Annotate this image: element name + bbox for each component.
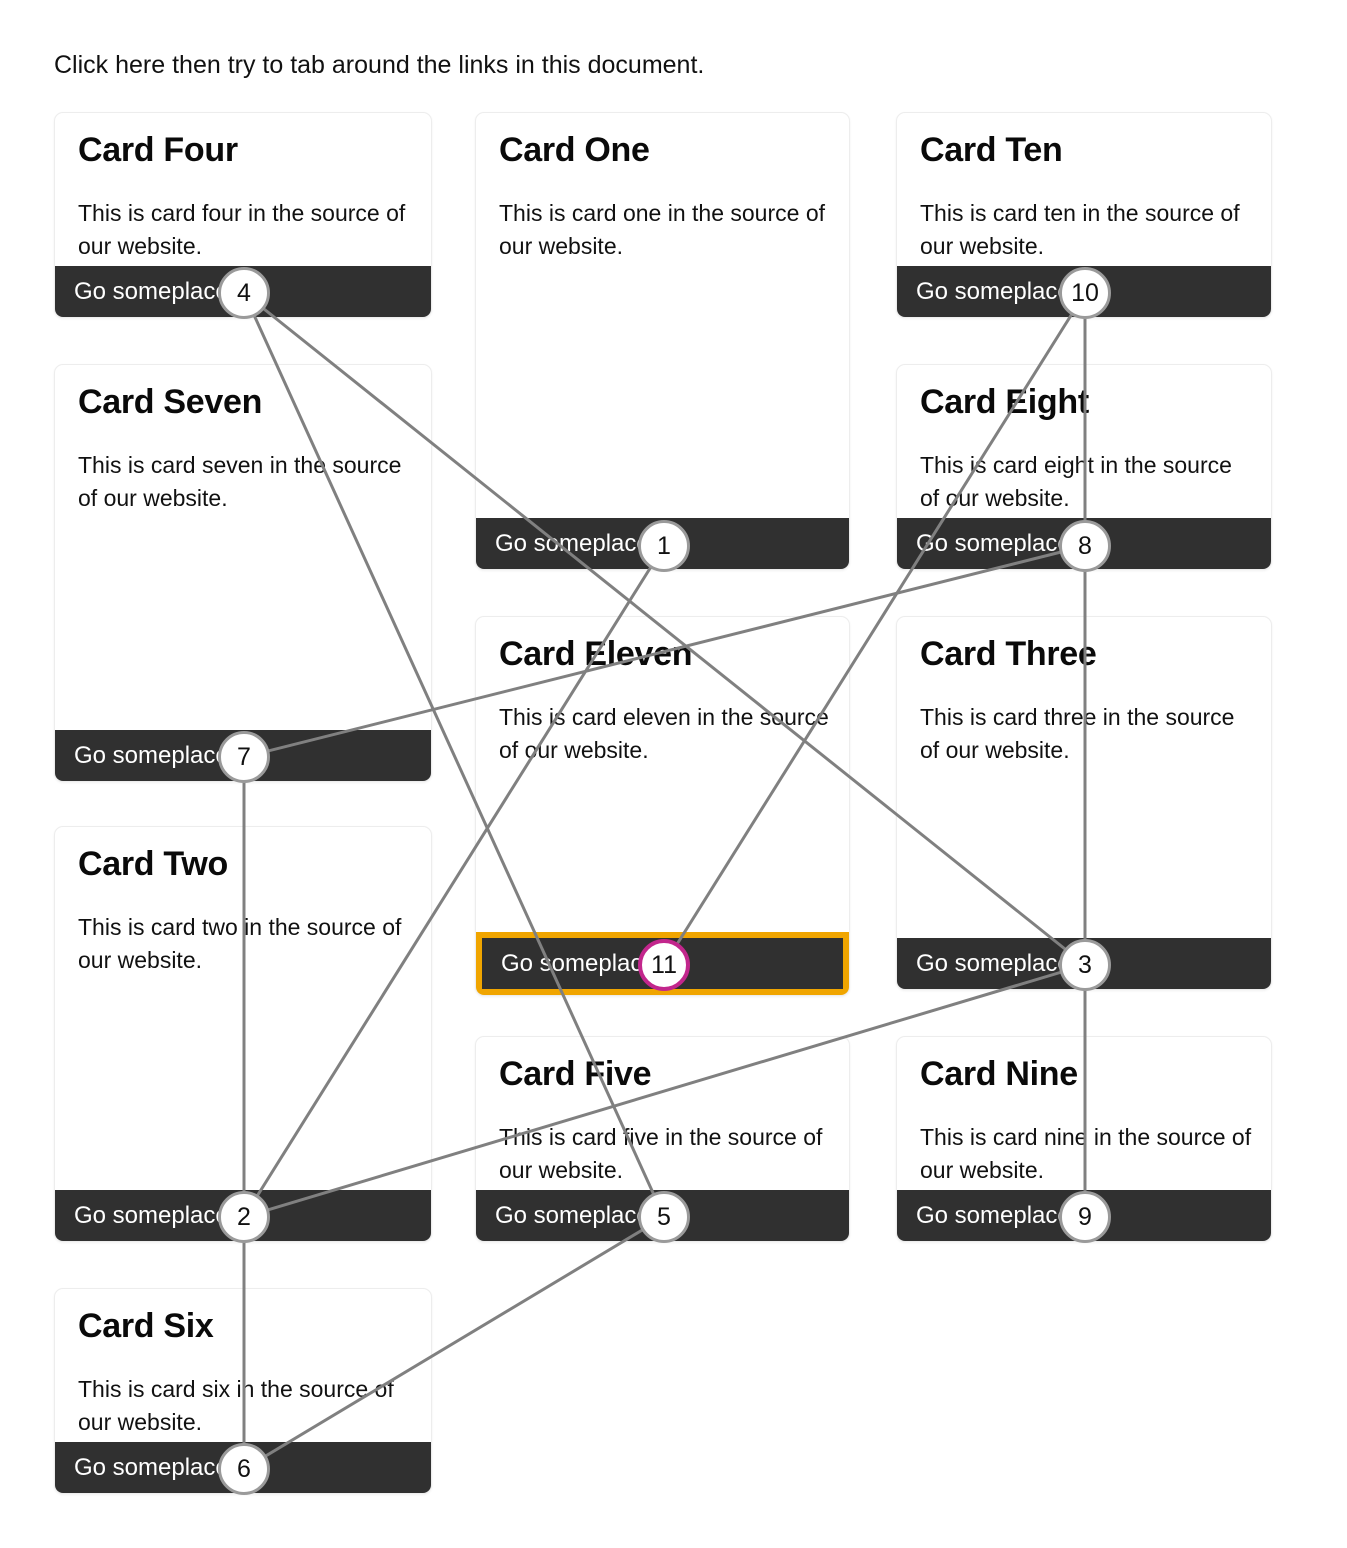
card-link-go-someplace[interactable]: Go someplace bbox=[916, 277, 1071, 305]
card-body-text: This is card eleven in the source of our… bbox=[499, 704, 829, 763]
tab-order-badge-2: 2 bbox=[218, 1191, 270, 1243]
card-body-text: This is card ten in the source of our we… bbox=[920, 200, 1240, 259]
card-title: Card Four bbox=[78, 131, 238, 169]
card-title: Card Seven bbox=[78, 383, 263, 421]
card-link-go-someplace[interactable]: Go someplace bbox=[74, 277, 229, 305]
card-link-go-someplace[interactable]: Go someplace bbox=[916, 529, 1071, 557]
intro-instruction: Click here then try to tab around the li… bbox=[54, 51, 705, 79]
card-title: Card Three bbox=[920, 635, 1097, 673]
tab-order-badge-3: 3 bbox=[1059, 939, 1111, 991]
card-link-go-someplace[interactable]: Go someplace bbox=[495, 1201, 650, 1229]
tab-order-badge-7: 7 bbox=[218, 731, 270, 783]
tab-order-badge-1: 1 bbox=[638, 520, 690, 572]
card-body-text: This is card eight in the source of our … bbox=[920, 452, 1232, 511]
card-link-go-someplace[interactable]: Go someplace bbox=[74, 1201, 229, 1229]
card-link-go-someplace[interactable]: Go someplace bbox=[916, 1201, 1071, 1229]
card-link-go-someplace[interactable]: Go someplace bbox=[74, 741, 229, 769]
card-title: Card Two bbox=[78, 845, 228, 883]
tab-order-badge-4: 4 bbox=[218, 267, 270, 319]
card-body-text: This is card one in the source of our we… bbox=[499, 200, 825, 259]
tab-order-badge-11: 11 bbox=[638, 939, 690, 991]
card-title: Card Ten bbox=[920, 131, 1063, 169]
tab-order-badge-10: 10 bbox=[1059, 267, 1111, 319]
tab-order-badge-9: 9 bbox=[1059, 1191, 1111, 1243]
card-title: Card Nine bbox=[920, 1055, 1078, 1093]
card-body-text: This is card four in the source of our w… bbox=[78, 200, 406, 259]
card-body-text: This is card three in the source of our … bbox=[920, 704, 1235, 763]
card-title: Card One bbox=[499, 131, 650, 169]
card-body-text: This is card nine in the source of our w… bbox=[920, 1124, 1252, 1183]
card-title: Card Eleven bbox=[499, 635, 693, 673]
tab-order-badge-5: 5 bbox=[638, 1191, 690, 1243]
card-link-go-someplace[interactable]: Go someplace bbox=[495, 529, 650, 557]
card-link-go-someplace[interactable]: Go someplace bbox=[74, 1453, 229, 1481]
card-title: Card Eight bbox=[920, 383, 1089, 421]
card-body-text: This is card six in the source of our we… bbox=[78, 1376, 394, 1435]
card-title: Card Six bbox=[78, 1307, 214, 1345]
card-body-text: This is card seven in the source of our … bbox=[78, 452, 402, 511]
card-title: Card Five bbox=[499, 1055, 652, 1093]
card-body-text: This is card five in the source of our w… bbox=[499, 1124, 823, 1183]
card-body-text: This is card two in the source of our we… bbox=[78, 914, 402, 973]
tab-order-badge-8: 8 bbox=[1059, 520, 1111, 572]
tab-order-badge-6: 6 bbox=[218, 1443, 270, 1495]
card-link-go-someplace[interactable]: Go someplace bbox=[501, 949, 656, 977]
card-link-go-someplace[interactable]: Go someplace bbox=[916, 949, 1071, 977]
